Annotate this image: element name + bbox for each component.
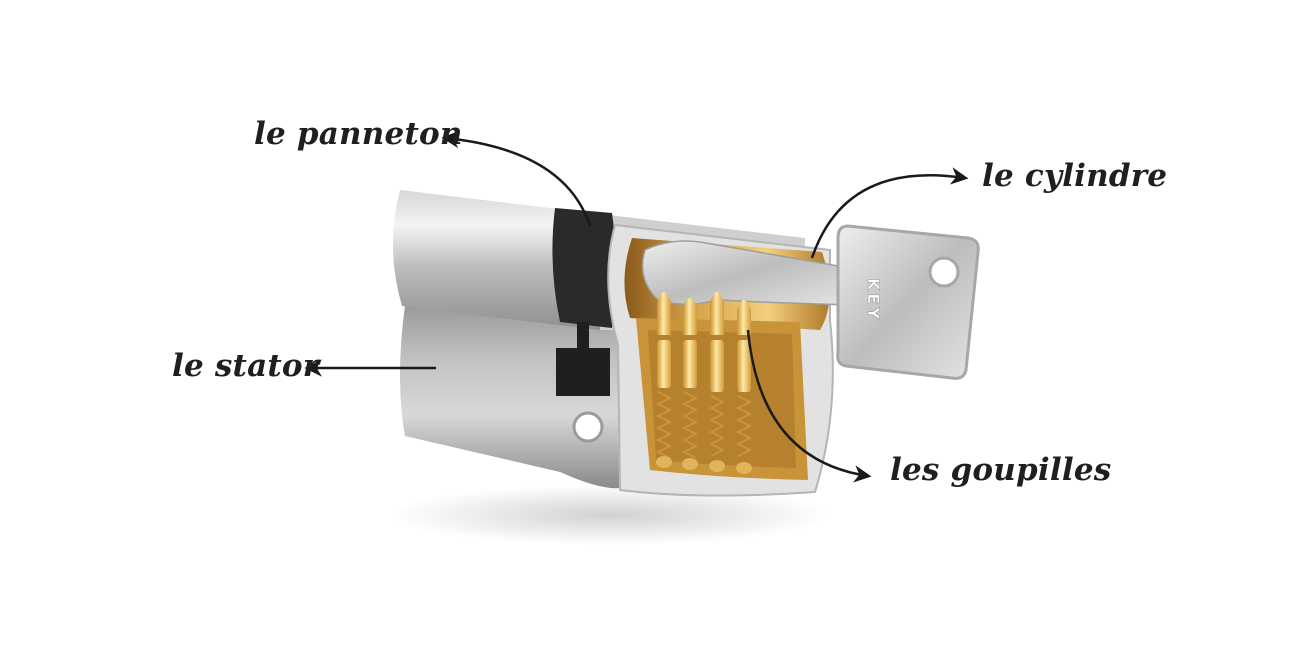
key-icon: KEY	[836, 224, 980, 380]
label-goupilles: les goupilles	[890, 452, 1112, 488]
key-engraving: KEY	[864, 278, 883, 322]
label-panneton: le panneton	[254, 116, 463, 152]
arrow-goupilles	[746, 329, 872, 483]
floor-shadow	[390, 485, 830, 545]
pin-stack-group	[655, 292, 753, 474]
label-stator: le stator	[172, 348, 320, 384]
label-cylindre: le cylindre	[982, 158, 1168, 194]
arrow-panneton	[441, 130, 592, 227]
screw-hole	[572, 411, 604, 443]
cam-panneton	[552, 208, 616, 328]
pin-stack-4	[735, 300, 753, 474]
pin-stack-1	[655, 292, 673, 468]
key-blade	[641, 240, 851, 306]
cam-stem	[577, 322, 589, 352]
pin-stack-2	[681, 298, 699, 470]
key-ring-hole	[928, 256, 960, 288]
arrow-cylindre	[810, 167, 969, 259]
pin-stack-3	[708, 292, 726, 472]
stator-upper-body	[392, 190, 600, 330]
cam-tab	[556, 348, 610, 396]
